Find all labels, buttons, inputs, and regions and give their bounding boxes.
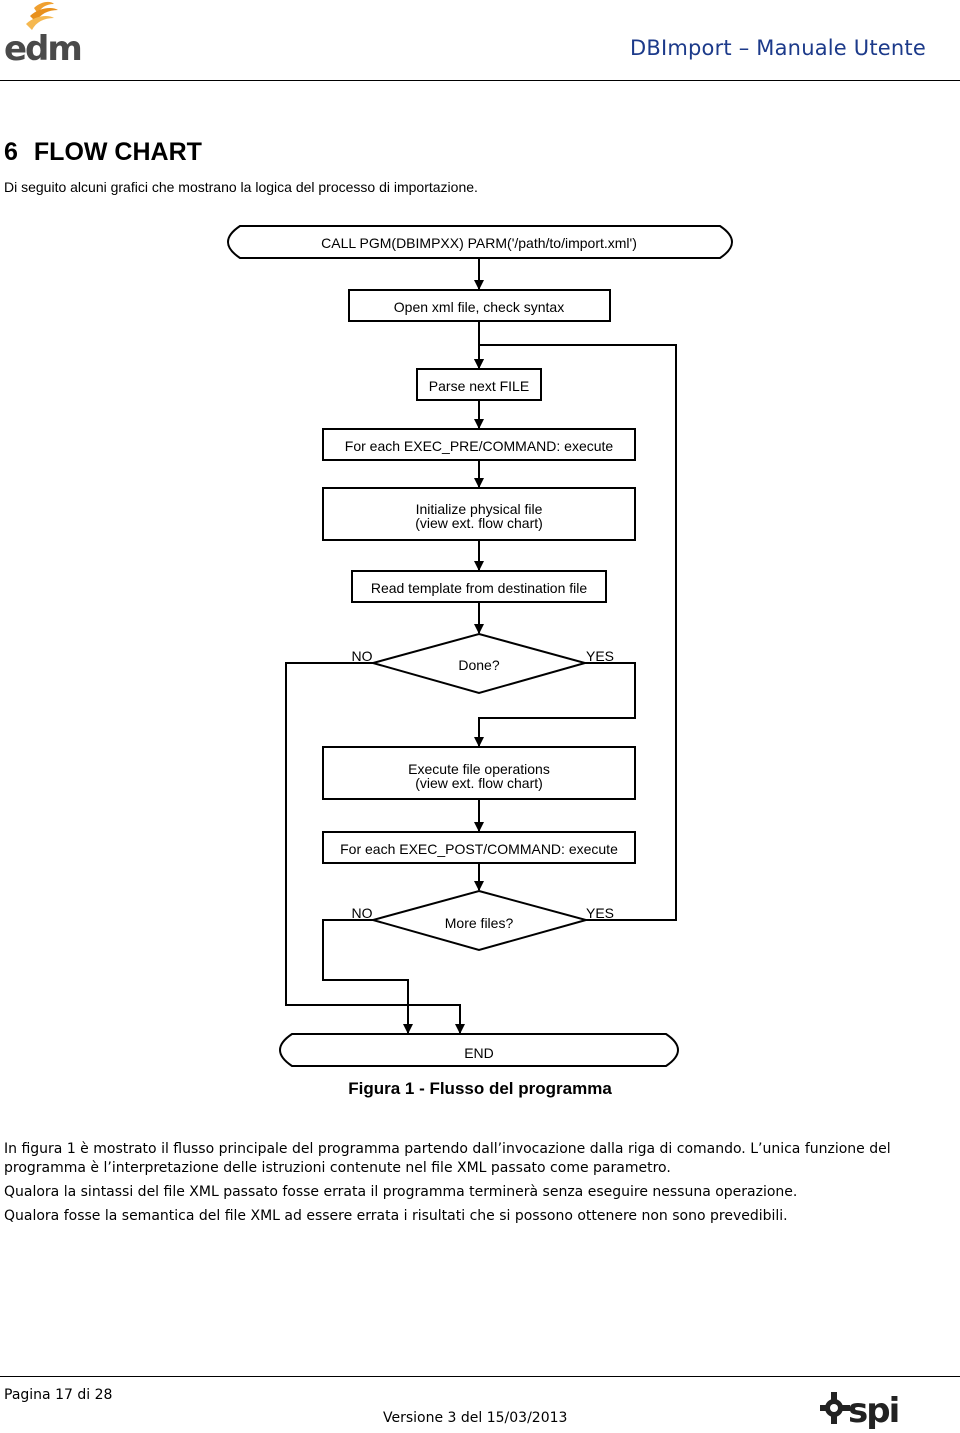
section-number: 6 bbox=[4, 138, 18, 166]
edm-logo: edm bbox=[4, 1, 83, 69]
paragraph-3: Qualora fosse la semantica del file XML … bbox=[4, 1208, 788, 1224]
arrow-done-no bbox=[285, 662, 465, 1034]
done-no-label: NO bbox=[352, 648, 373, 664]
exec-post-label: For each EXEC_POST/COMMAND: execute bbox=[340, 841, 618, 857]
figure-caption: Figura 1 - Flusso del programma bbox=[348, 1079, 612, 1098]
section-title: FLOW CHART bbox=[33, 138, 202, 166]
init-label-line2: (view ext. flow chart) bbox=[415, 515, 543, 531]
section-intro: Di seguito alcuni grafici che mostrano l… bbox=[4, 179, 478, 195]
more-yes-label: YES bbox=[586, 905, 614, 921]
open-xml-label: Open xml file, check syntax bbox=[394, 299, 564, 315]
exec-pre-label: For each EXEC_PRE/COMMAND: execute bbox=[345, 438, 614, 454]
svg-text:edm: edm bbox=[4, 29, 81, 69]
exec-pre-box bbox=[322, 428, 636, 461]
done-decision bbox=[369, 632, 589, 695]
init-label-line1: Initialize physical file bbox=[416, 501, 543, 517]
done-label: Done? bbox=[458, 657, 499, 673]
start-terminator bbox=[227, 225, 733, 259]
paragraph-1: In figura 1 è mostrato il flusso princip… bbox=[4, 1141, 891, 1176]
end-terminator bbox=[279, 1033, 679, 1067]
spi-logo: spi bbox=[820, 1391, 900, 1430]
arrow-more-no bbox=[322, 919, 413, 1034]
open-xml-box bbox=[348, 289, 611, 322]
exec-ops-label-line1: Execute file operations bbox=[408, 761, 550, 777]
arrow-done-yes bbox=[474, 662, 636, 747]
more-no-label: NO bbox=[352, 905, 373, 921]
done-yes-label: YES bbox=[586, 648, 614, 664]
footer-divider bbox=[0, 1376, 960, 1377]
read-template-label: Read template from destination file bbox=[371, 580, 588, 596]
init-physical-box bbox=[322, 487, 636, 541]
exec-ops-label-line2: (view ext. flow chart) bbox=[415, 775, 543, 791]
section-heading: 6 FLOW CHART bbox=[4, 138, 202, 167]
parse-next-label: Parse next FILE bbox=[429, 378, 529, 394]
end-label: END bbox=[464, 1045, 494, 1061]
page-header: edm DBImport – Manuale Utente bbox=[0, 0, 960, 80]
paragraph-2: Qualora la sintassi del file XML passato… bbox=[4, 1184, 798, 1200]
more-files-decision bbox=[369, 889, 590, 952]
start-label: CALL PGM(DBIMPXX) PARM('/path/to/import.… bbox=[321, 235, 637, 251]
page-number: Pagina 17 di 28 bbox=[4, 1387, 113, 1403]
header-divider bbox=[0, 80, 960, 81]
svg-text:spi: spi bbox=[848, 1391, 898, 1430]
version-info: Versione 3 del 15/03/2013 bbox=[383, 1410, 568, 1426]
more-files-label: More files? bbox=[445, 915, 514, 931]
flow-chart: CALL PGM(DBIMPXX) PARM('/path/to/import.… bbox=[227, 225, 733, 1067]
document-title: DBImport – Manuale Utente bbox=[629, 36, 926, 60]
